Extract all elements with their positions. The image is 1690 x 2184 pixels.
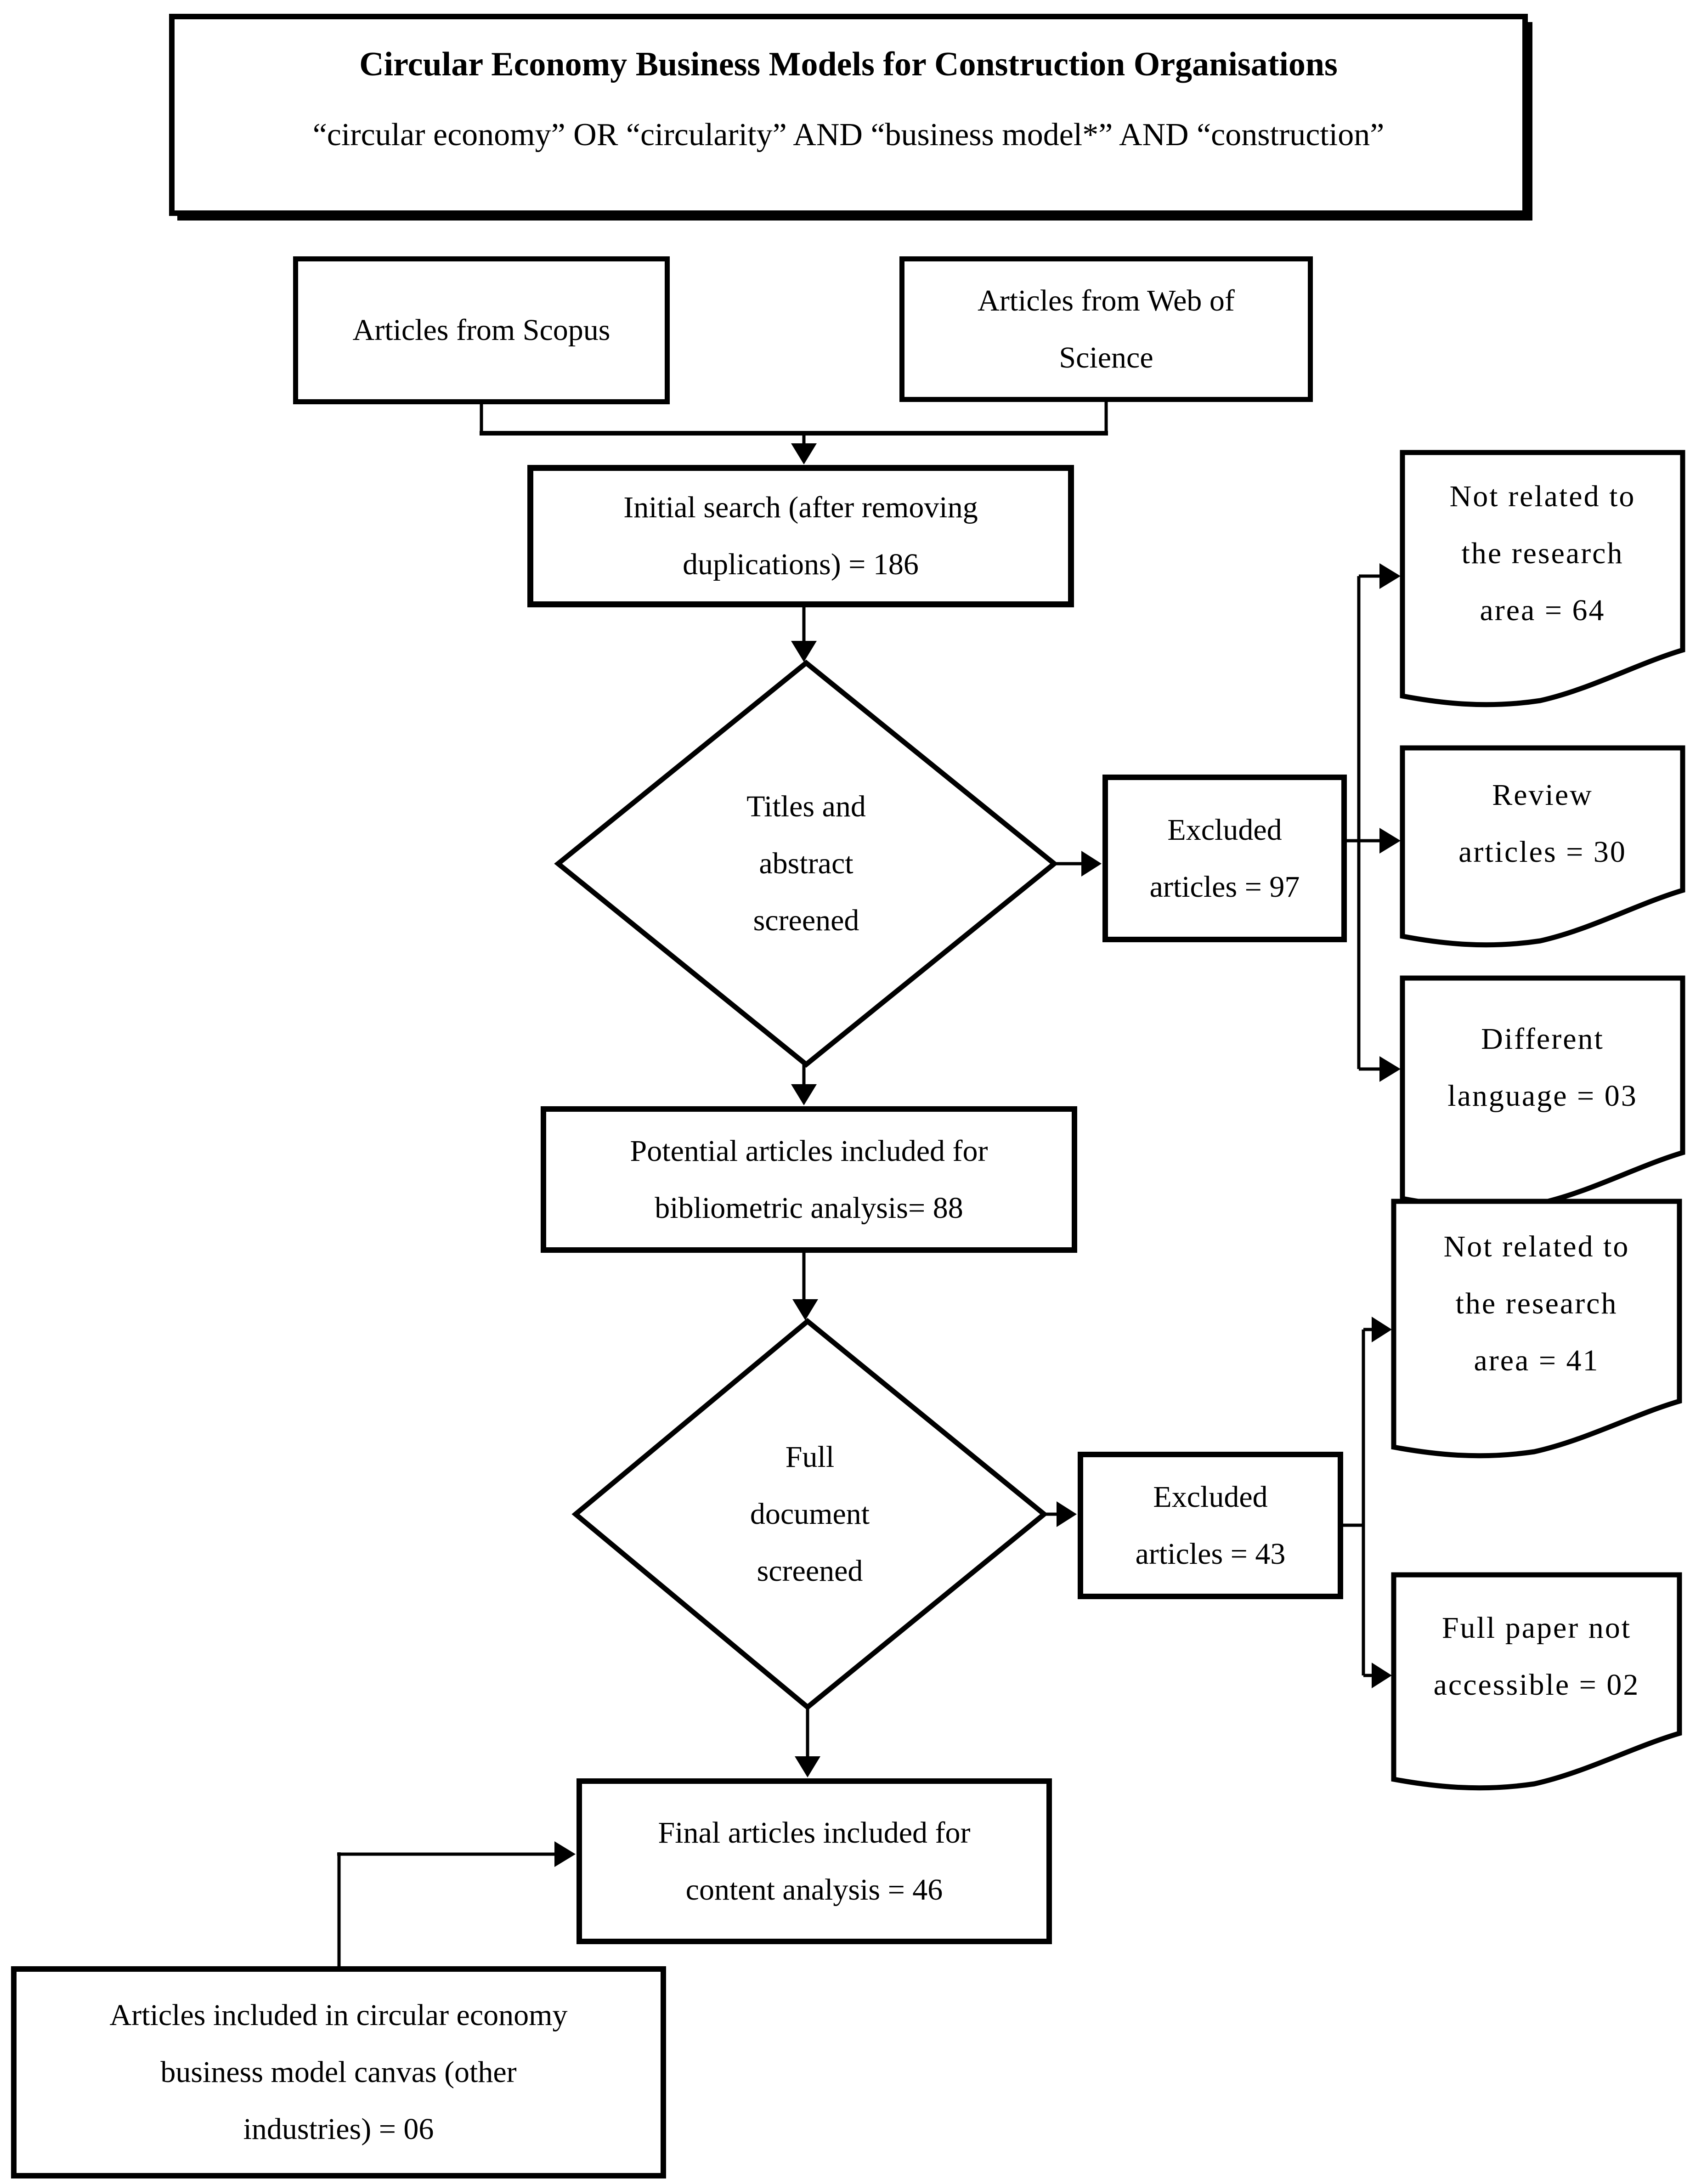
titles-abstract-screened-label: Titles and abstract screened (746, 790, 866, 937)
articles-from-scopus-label: Articles from Scopus (352, 313, 610, 347)
initial-search-label: Initial search (after removing duplicati… (623, 491, 978, 581)
branch-to-doc1-head (1379, 563, 1401, 589)
excluded-articles-43-box: Excluded articles = 43 (1078, 1452, 1343, 1599)
review-articles-30-document (1400, 745, 1685, 948)
canvas-to-final-head (554, 1841, 576, 1867)
potential-articles-88-box: Potential articles included for bibliome… (541, 1106, 1077, 1253)
not-related-41-label: Not related to the research area = 41 (1443, 1229, 1630, 1377)
not-related-64-text: Not related to the research area = 64 (1402, 453, 1683, 655)
full-document-screened-text: Full document screened (580, 1424, 1040, 1604)
articles-from-web-of-science-box: Articles from Web of Science (899, 256, 1313, 402)
arrow-to-initial-head (791, 443, 817, 464)
not-related-41-text: Not related to the research area = 41 (1394, 1201, 1679, 1406)
full-paper-not-accessible-02-text: Full paper not accessible = 02 (1394, 1575, 1679, 1738)
final-articles-46-label: Final articles included for content anal… (658, 1816, 971, 1907)
not-related-64-label: Not related to the research area = 64 (1449, 480, 1636, 627)
branch-to-doc3-head (1379, 1056, 1401, 1082)
full-paper-not-accessible-02-label: Full paper not accessible = 02 (1433, 1611, 1640, 1702)
excluded-articles-43-label: Excluded articles = 43 (1135, 1480, 1286, 1571)
not-related-64-document (1400, 450, 1685, 707)
different-language-03-text: Different language = 03 (1402, 978, 1683, 1157)
excluded-articles-97-label: Excluded articles = 97 (1149, 813, 1300, 904)
full-paper-not-accessible-02-document (1391, 1572, 1682, 1791)
full-document-screened-label: Full document screened (750, 1440, 870, 1588)
articles-from-web-of-science-label: Articles from Web of Science (978, 283, 1235, 374)
screen1-to-potential-head (791, 1084, 817, 1105)
not-related-41-document (1391, 1199, 1682, 1459)
titles-abstract-screened-text: Titles and abstract screened (577, 774, 1036, 954)
screen1-to-excluded97-head (1081, 851, 1102, 877)
branch-to-doc2-head (1379, 828, 1401, 854)
initial-to-screen1-head (791, 641, 817, 662)
different-language-03-label: Different language = 03 (1447, 1022, 1638, 1113)
branch-to-doc4-head (1372, 1317, 1392, 1342)
search-query: “circular economy” OR “circularity” AND … (312, 117, 1385, 153)
titles-abstract-screened-diamond (554, 659, 1058, 1068)
canvas-other-industries-06-label: Articles included in circular economy bu… (109, 1998, 568, 2146)
initial-search-box: Initial search (after removing duplicati… (527, 465, 1074, 607)
potential-articles-88-label: Potential articles included for bibliome… (630, 1134, 988, 1225)
excluded-articles-97-box: Excluded articles = 97 (1102, 775, 1347, 942)
canvas-other-industries-06-box: Articles included in circular economy bu… (11, 1966, 666, 2178)
screen2-to-final-head (795, 1756, 820, 1777)
branch-to-doc5-head (1372, 1663, 1392, 1688)
title-box: Circular Economy Business Models for Con… (169, 14, 1528, 216)
articles-from-scopus-box: Articles from Scopus (293, 256, 670, 404)
review-articles-30-label: Review articles = 30 (1458, 778, 1627, 869)
screen2-to-excluded43-head (1057, 1501, 1077, 1527)
figure-title: Circular Economy Business Models for Con… (359, 45, 1338, 83)
potential-to-screen2-head (792, 1299, 818, 1320)
review-articles-30-text: Review articles = 30 (1402, 748, 1683, 900)
final-articles-46-box: Final articles included for content anal… (577, 1778, 1052, 1944)
